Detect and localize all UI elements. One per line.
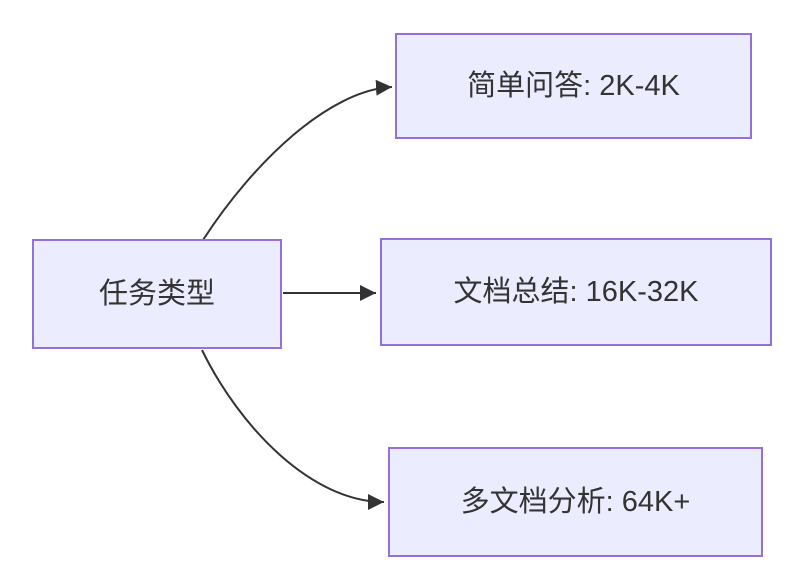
node-doc-summary-label: 文档总结: 16K-32K — [453, 275, 699, 308]
node-doc-summary: 文档总结: 16K-32K — [380, 238, 772, 346]
edge-root-to-top-arrow — [202, 79, 393, 241]
node-simple-qa-label: 简单问答: 2K-4K — [467, 69, 680, 102]
edge-root-to-bottom-arrow — [201, 349, 385, 510]
node-multi-doc: 多文档分析: 64K+ — [388, 447, 763, 557]
node-simple-qa: 简单问答: 2K-4K — [395, 33, 752, 139]
node-task-type: 任务类型 — [32, 239, 282, 349]
node-task-type-label: 任务类型 — [98, 277, 215, 310]
node-multi-doc-label: 多文档分析: 64K+ — [460, 485, 691, 518]
